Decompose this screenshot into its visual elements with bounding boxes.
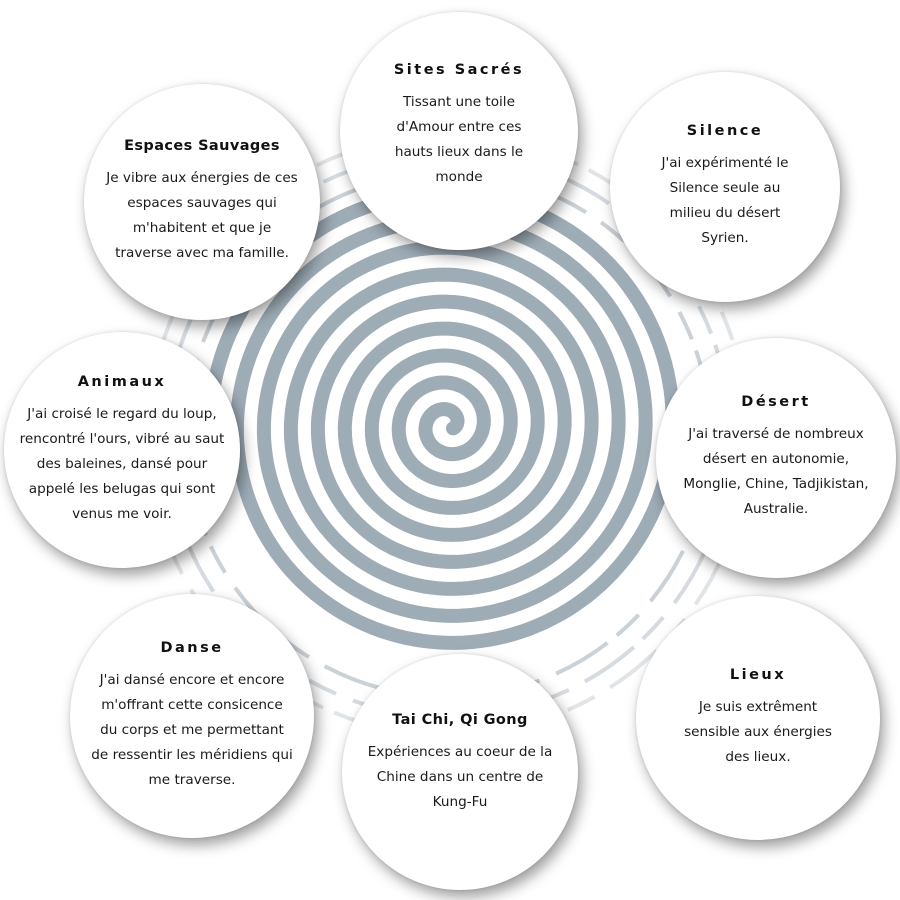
circle-text: J'ai croisé le regard du loup, rencontré… — [19, 405, 225, 522]
circle-tai-chi-qi-gong: Tai Chi, Qi Gong Expériences au coeur de… — [342, 654, 578, 890]
circle-silence: Silence J'ai expérimenté le Silence seul… — [610, 72, 840, 302]
circle-text: Je vibre aux énergies de ces espaces sau… — [106, 170, 298, 261]
circle-title: Désert — [741, 394, 811, 410]
circle-sites-sacres: Sites Sacrés Tissant une toile d'Amour e… — [340, 12, 578, 250]
circle-text: J'ai traversé de nombreux désert en auto… — [683, 426, 869, 517]
circle-lieux: Lieux Je suis extrêment sensible aux éne… — [636, 596, 880, 840]
circle-text: Tissant une toile d'Amour entre ces haut… — [394, 94, 524, 185]
spiral-stroke — [202, 186, 680, 650]
circle-danse: Danse J'ai dansé encore et encore m'offr… — [70, 594, 314, 838]
circle-title: Espaces Sauvages — [124, 138, 280, 154]
circle-text: Je suis extrêment sensible aux énergies … — [684, 698, 832, 765]
circle-title: Lieux — [729, 666, 787, 683]
circle-animaux: Animaux J'ai croisé le regard du loup, r… — [4, 332, 240, 568]
circle-espaces-sauvages: Espaces Sauvages Je vibre aux énergies d… — [84, 84, 320, 320]
circle-text: J'ai dansé encore et encore m'offrant ce… — [91, 671, 293, 788]
circle-text: J'ai expérimenté le Silence seule au mil… — [661, 155, 789, 246]
circle-title: Tai Chi, Qi Gong — [392, 711, 528, 728]
circle-title: Animaux — [77, 373, 167, 390]
circle-text: Expériences au coeur de la Chine dans un… — [367, 743, 553, 810]
circle-title: Sites Sacrés — [393, 62, 525, 78]
circle-title: Silence — [686, 123, 764, 139]
circle-desert: Désert J'ai traversé de nombreux désert … — [656, 338, 896, 578]
circle-title: Danse — [160, 639, 224, 656]
